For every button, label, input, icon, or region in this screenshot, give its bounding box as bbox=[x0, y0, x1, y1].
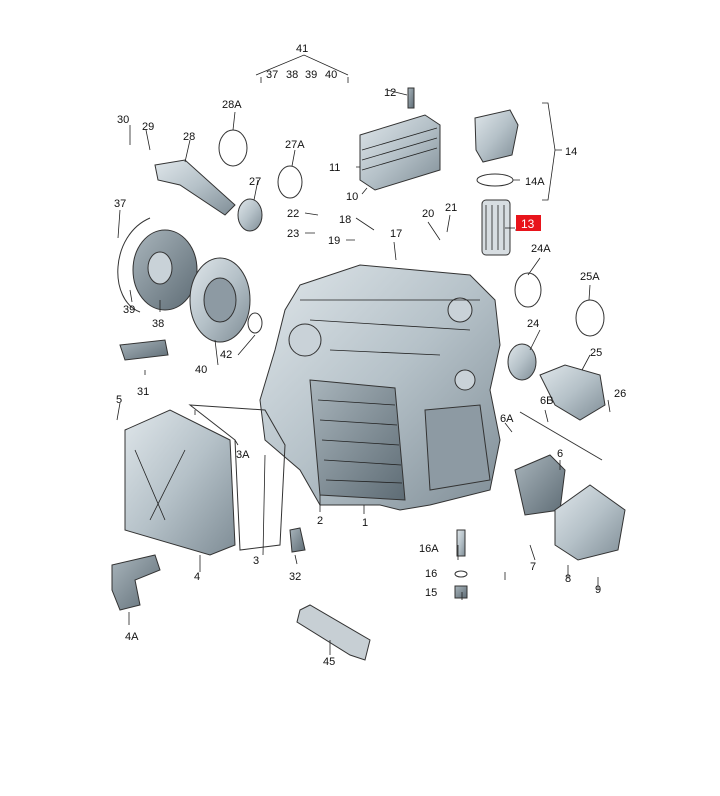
seal-24[interactable] bbox=[507, 343, 537, 381]
label-41-38: 38 bbox=[286, 69, 298, 81]
label-39: 39 bbox=[123, 304, 135, 316]
drain-plug-16a[interactable] bbox=[456, 529, 466, 557]
oil-filter-13[interactable] bbox=[481, 199, 511, 256]
label-22: 22 bbox=[287, 208, 299, 220]
label-3: 3 bbox=[253, 555, 259, 567]
label-19: 19 bbox=[328, 235, 340, 247]
sensor-32[interactable] bbox=[289, 527, 306, 553]
gearbox-housing[interactable] bbox=[259, 264, 501, 511]
plug-15[interactable] bbox=[454, 585, 468, 599]
seal-24a[interactable] bbox=[514, 272, 542, 308]
label-4a: 4A bbox=[125, 631, 139, 643]
actuator-6[interactable] bbox=[514, 454, 566, 516]
label-15: 15 bbox=[425, 587, 437, 599]
label-8: 8 bbox=[565, 573, 571, 585]
part-labels: 41 37 38 39 40 12 11 10 14 14A 13 30 29 … bbox=[114, 43, 626, 668]
bolt-12[interactable] bbox=[407, 87, 415, 109]
label-26: 26 bbox=[614, 388, 626, 400]
label-7: 7 bbox=[530, 561, 536, 573]
label-42: 42 bbox=[220, 349, 232, 361]
label-2: 2 bbox=[317, 515, 323, 527]
label-14: 14 bbox=[565, 146, 577, 158]
label-16a: 16A bbox=[419, 543, 439, 555]
valve-body-lines bbox=[317, 399, 403, 484]
label-29: 29 bbox=[142, 121, 154, 133]
label-30: 30 bbox=[117, 114, 129, 126]
label-27a: 27A bbox=[285, 139, 305, 151]
label-6a: 6A bbox=[500, 413, 514, 425]
label-23: 23 bbox=[287, 228, 299, 240]
ring-42[interactable] bbox=[247, 312, 263, 334]
sensor-31[interactable] bbox=[119, 339, 169, 361]
label-5: 5 bbox=[116, 394, 122, 406]
label-4: 4 bbox=[194, 571, 200, 583]
label-6: 6 bbox=[557, 448, 563, 460]
label-20: 20 bbox=[422, 208, 434, 220]
label-40: 40 bbox=[195, 364, 207, 376]
label-21: 21 bbox=[445, 202, 457, 214]
label-25a: 25A bbox=[580, 271, 600, 283]
label-27: 27 bbox=[249, 176, 261, 188]
label-14a: 14A bbox=[525, 176, 545, 188]
circlip-39[interactable] bbox=[117, 217, 151, 313]
label-37: 37 bbox=[114, 198, 126, 210]
label-12: 12 bbox=[384, 87, 396, 99]
label-32: 32 bbox=[289, 571, 301, 583]
label-41-39: 39 bbox=[305, 69, 317, 81]
label-41-37: 37 bbox=[266, 69, 278, 81]
clutch-drum[interactable] bbox=[132, 229, 198, 311]
label-38: 38 bbox=[152, 318, 164, 330]
seal-ring-28a[interactable] bbox=[218, 129, 248, 167]
label-16: 16 bbox=[425, 568, 437, 580]
oring-14a[interactable] bbox=[476, 173, 514, 187]
filter-housing-cap[interactable] bbox=[474, 109, 519, 163]
seal-16[interactable] bbox=[454, 570, 468, 578]
clutch-pack[interactable] bbox=[189, 257, 251, 343]
label-18: 18 bbox=[339, 214, 351, 226]
highlight-13[interactable]: 13 bbox=[516, 215, 541, 231]
oil-pan-cover[interactable] bbox=[124, 409, 236, 556]
label-13: 13 bbox=[521, 217, 535, 231]
seal-27[interactable] bbox=[237, 198, 263, 232]
flange-shaft-25[interactable] bbox=[539, 364, 606, 421]
label-28a: 28A bbox=[222, 99, 242, 111]
seal-25a[interactable] bbox=[575, 299, 605, 337]
label-24a: 24A bbox=[531, 243, 551, 255]
bracket[interactable] bbox=[111, 554, 161, 611]
label-41-40: 40 bbox=[325, 69, 337, 81]
label-41: 41 bbox=[296, 43, 308, 55]
label-28: 28 bbox=[183, 131, 195, 143]
label-24: 24 bbox=[527, 318, 539, 330]
oil-cooler[interactable] bbox=[359, 114, 441, 191]
label-1: 1 bbox=[362, 517, 368, 529]
shift-rod-6b[interactable] bbox=[519, 411, 603, 461]
sealant-tube-45[interactable] bbox=[296, 604, 371, 661]
label-11: 11 bbox=[329, 162, 340, 174]
label-9: 9 bbox=[595, 584, 601, 596]
label-25: 25 bbox=[590, 347, 602, 359]
seal-ring-27a[interactable] bbox=[277, 165, 303, 199]
label-45: 45 bbox=[323, 656, 335, 668]
leader-lines bbox=[116, 54, 611, 655]
label-6b: 6B bbox=[540, 395, 553, 407]
side-cover-8[interactable] bbox=[554, 484, 626, 561]
label-10: 10 bbox=[346, 191, 358, 203]
label-3a: 3A bbox=[236, 449, 250, 461]
label-17: 17 bbox=[390, 228, 402, 240]
label-31: 31 bbox=[137, 386, 149, 398]
input-shaft[interactable] bbox=[154, 159, 236, 216]
